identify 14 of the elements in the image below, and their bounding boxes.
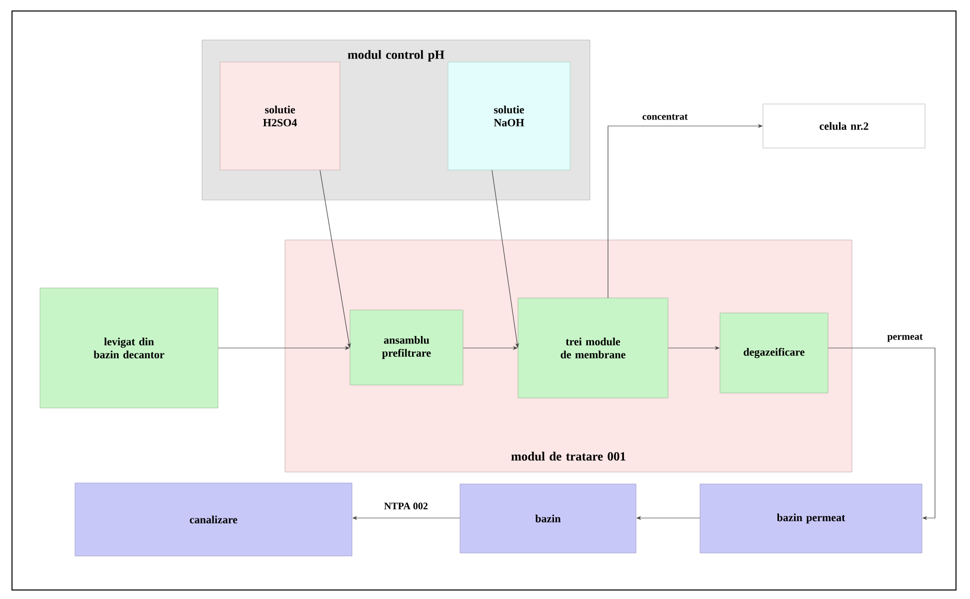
process-box: bazin permeat <box>700 484 922 554</box>
process-box: solutie NaOH <box>448 62 570 170</box>
edge-label: permeat <box>886 333 924 343</box>
process-box: levigat din bazin decantor <box>40 288 218 408</box>
process-box: trei module de membrane <box>518 298 668 398</box>
arrow <box>828 348 936 520</box>
process-box: ansamblu prefiltrare <box>350 310 464 386</box>
edge-label: concentrat <box>641 113 689 121</box>
process-box: degazeificare <box>720 312 828 394</box>
edge-label: NTPA 002 <box>383 502 429 510</box>
process-box: celula nr.2 <box>762 104 926 148</box>
process-box: canalizare <box>74 482 352 556</box>
process-box: solutie H2SO4 <box>220 62 340 170</box>
process-box: bazin <box>460 484 636 554</box>
